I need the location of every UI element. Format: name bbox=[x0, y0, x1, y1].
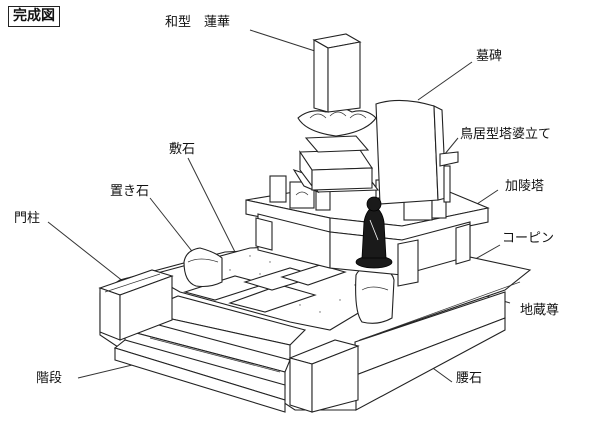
diagram-title: 完成図 bbox=[8, 6, 60, 28]
label-kaidan: 階段 bbox=[36, 371, 63, 386]
label-koshiishi: 腰石 bbox=[456, 371, 483, 386]
label-oki-ishi: 置き石 bbox=[110, 184, 150, 199]
leader-bohi bbox=[417, 61, 473, 101]
leader-monchu bbox=[47, 221, 125, 283]
right-gate-post bbox=[288, 339, 360, 413]
label-bohi: 墓碑 bbox=[476, 49, 503, 64]
left-gate-post bbox=[98, 269, 174, 341]
label-torii-toba-tate: 鳥居型塔婆立て bbox=[460, 127, 552, 142]
jizo-statue bbox=[355, 196, 393, 269]
label-monchu: 門柱 bbox=[14, 211, 41, 226]
torii-toba-tate bbox=[439, 151, 459, 203]
leader-wagata bbox=[249, 29, 319, 53]
oki-ishi-boulder bbox=[183, 247, 223, 288]
leader-shikiishi bbox=[187, 157, 239, 259]
bohi-stele bbox=[375, 99, 447, 205]
label-jizo: 地蔵尊 bbox=[520, 303, 560, 318]
leader-okiishi bbox=[149, 197, 196, 256]
label-kaden: 加陵塔 bbox=[505, 179, 545, 194]
jizo-pedestal bbox=[355, 265, 395, 324]
label-shikiishi: 敷石 bbox=[169, 142, 196, 157]
wagata-tower bbox=[292, 33, 380, 194]
label-wagata-renge: 和型 蓮華 bbox=[165, 15, 231, 30]
label-kopin: コーピン bbox=[502, 231, 555, 246]
stepping-stones bbox=[183, 264, 347, 313]
stairs bbox=[113, 295, 307, 413]
